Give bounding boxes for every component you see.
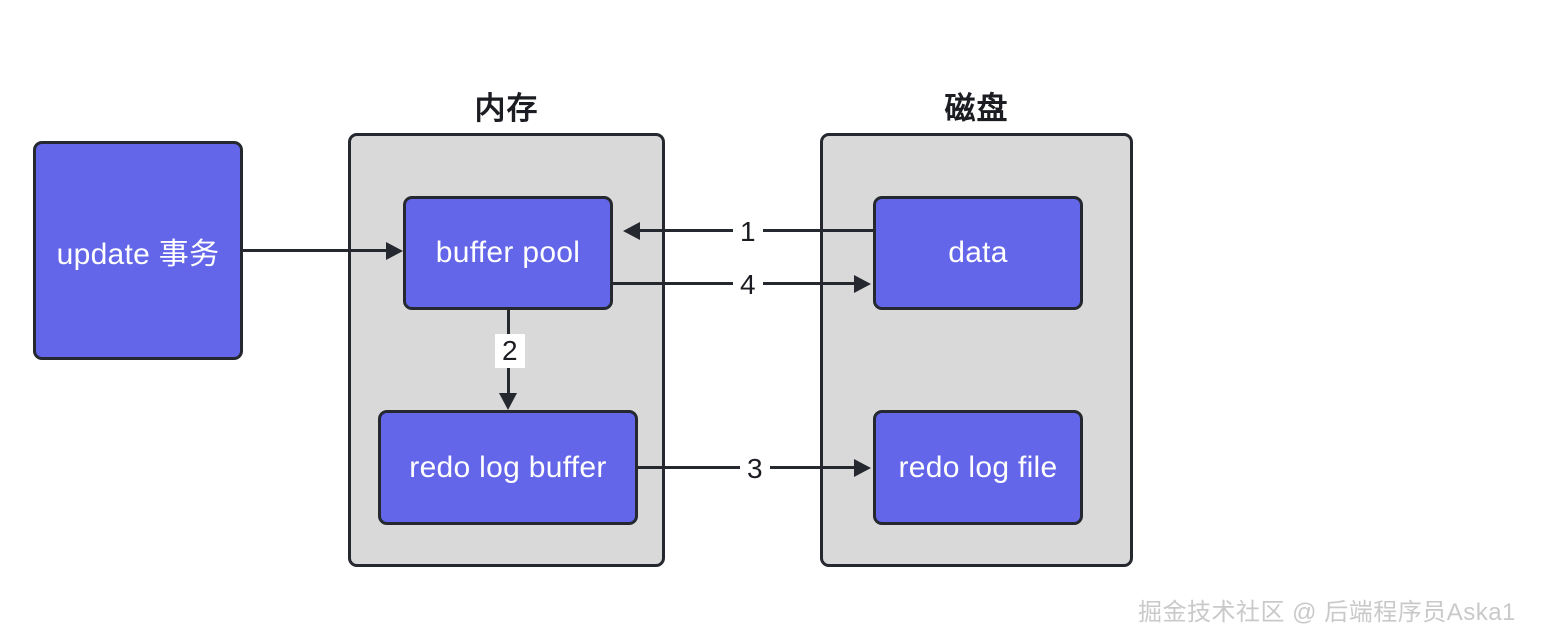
edge-redo-log-buffer-to-redo-log-file-arrowhead bbox=[854, 458, 871, 477]
node-redo-log-file[interactable]: redo log file bbox=[873, 410, 1083, 525]
node-data[interactable]: data bbox=[873, 196, 1083, 310]
edge-buffer-pool-to-data-arrowhead bbox=[854, 274, 871, 293]
node-update-transaction[interactable]: update 事务 bbox=[33, 141, 243, 360]
node-redo-log-buffer[interactable]: redo log buffer bbox=[378, 410, 638, 525]
edge-label-3: 3 bbox=[740, 452, 770, 486]
group-title-disk: 磁盘 bbox=[944, 91, 1009, 126]
edge-data-to-buffer-pool-arrowhead bbox=[623, 221, 640, 240]
edge-label-4: 4 bbox=[733, 268, 763, 302]
edge-buffer-pool-to-redo-log-buffer-arrowhead bbox=[499, 393, 517, 410]
edge-label-2: 2 bbox=[495, 334, 525, 368]
edge-update-to-buffer-pool-line bbox=[243, 249, 388, 252]
edge-update-to-buffer-pool-arrowhead bbox=[386, 241, 403, 260]
edge-label-1: 1 bbox=[733, 215, 763, 249]
group-title-memory: 内存 bbox=[474, 91, 539, 126]
node-buffer-pool[interactable]: buffer pool bbox=[403, 196, 613, 310]
watermark-text: 掘金技术社区 @ 后端程序员Aska1 bbox=[1138, 599, 1516, 626]
